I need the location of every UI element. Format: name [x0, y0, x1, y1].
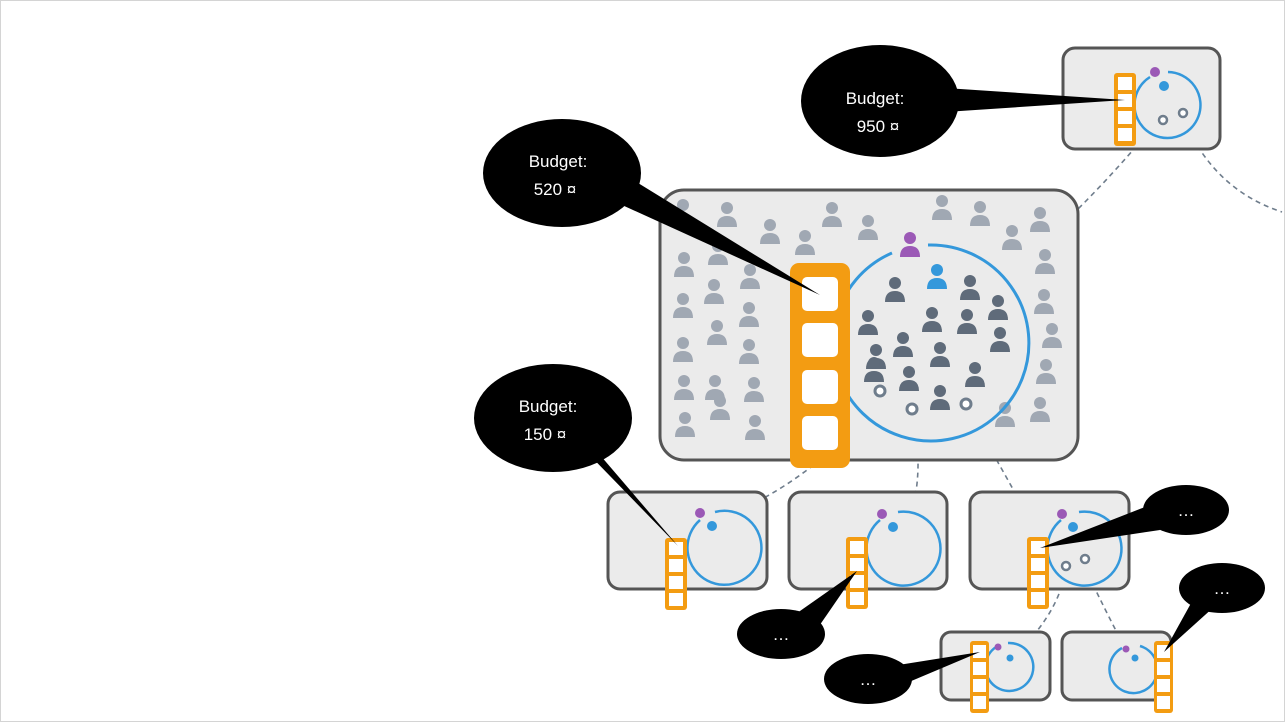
- budget-slot: [973, 645, 986, 658]
- bubble-body: [824, 654, 912, 704]
- budget-slot: [1031, 558, 1045, 571]
- bubble-line-2: 950 ¤: [857, 117, 900, 136]
- lower-left-box: [939, 630, 1052, 713]
- budget-slot: [1157, 662, 1170, 675]
- budget-column-frame: [1154, 641, 1173, 713]
- lower-right-box: [1060, 630, 1173, 713]
- budget-slot: [973, 696, 986, 709]
- budget-column: [970, 641, 989, 713]
- main-community-box: [658, 188, 1080, 468]
- budget-slot: [850, 592, 864, 605]
- bubble-body: [1179, 563, 1265, 613]
- budget-slot: [1118, 128, 1132, 141]
- representative-dot: [1131, 654, 1139, 662]
- budget-slot: [1031, 575, 1045, 588]
- budget-slot: [802, 277, 838, 311]
- ellipsis-bubble-lower-left: …: [824, 652, 980, 704]
- budget-column: [1114, 73, 1136, 146]
- representative-dot: [1159, 81, 1169, 91]
- budget-column-frame: [970, 641, 989, 713]
- budget-column: [1154, 641, 1173, 713]
- ellipsis-label: …: [1214, 579, 1231, 598]
- budget-column: [846, 537, 868, 609]
- bubble-body: [801, 45, 959, 157]
- bubble-body: [483, 119, 641, 227]
- bottom-middle-box: [787, 490, 949, 609]
- budget-column-frame: [846, 537, 868, 609]
- representative-dot: [888, 522, 898, 532]
- bubble-tail: [600, 175, 820, 295]
- budget-slot: [973, 662, 986, 675]
- bubble-line-1: Budget:: [529, 152, 588, 171]
- top-community-box: [1061, 46, 1222, 151]
- budget-slot: [1157, 696, 1170, 709]
- ellipsis-label: …: [1178, 501, 1195, 520]
- bubble-line-2: 520 ¤: [534, 180, 577, 199]
- budget-slot: [669, 542, 683, 555]
- budget-bubble-top: Budget: 950 ¤: [801, 45, 1125, 157]
- link-nodes: [873, 384, 973, 416]
- budget-slot: [669, 593, 683, 606]
- budget-slot: [802, 416, 838, 450]
- bottom-right-box: [968, 490, 1131, 609]
- budget-slot: [1118, 94, 1132, 107]
- leader-dot: [1122, 645, 1130, 653]
- bubble-line-2: 150 ¤: [524, 425, 567, 444]
- budget-slot: [1031, 592, 1045, 605]
- budget-slot: [1118, 111, 1132, 124]
- link-node: [1177, 107, 1189, 119]
- bubble-tail: [1040, 505, 1160, 548]
- representative-dot: [707, 521, 717, 531]
- ellipsis-label: …: [860, 670, 877, 689]
- bubble-tail: [945, 88, 1125, 112]
- budget-bubble-main: Budget: 520 ¤: [483, 119, 820, 295]
- bottom-left-box: [606, 490, 769, 610]
- representative-dot: [1006, 654, 1014, 662]
- ellipsis-bubble-middle: …: [737, 571, 857, 659]
- budget-slot: [850, 575, 864, 588]
- bubble-line-1: Budget:: [846, 89, 905, 108]
- community-circle: [686, 509, 763, 587]
- link-node: [905, 402, 919, 416]
- link-node: [873, 384, 887, 398]
- budget-slot: [850, 558, 864, 571]
- leader-dot: [1150, 67, 1160, 77]
- ellipsis-bubble-lower-right: …: [1164, 563, 1265, 652]
- bubble-body: [1143, 485, 1229, 535]
- budget-slot: [1118, 77, 1132, 90]
- budget-slot: [802, 370, 838, 404]
- leader-dot: [1057, 509, 1067, 519]
- budget-slot: [1031, 541, 1045, 554]
- leader-dot: [877, 509, 887, 519]
- budget-bubble-left: Budget: 150 ¤: [474, 364, 678, 546]
- leader-dot: [994, 643, 1002, 651]
- link-node: [959, 397, 973, 411]
- representative-dot: [1068, 522, 1078, 532]
- ellipsis-label: …: [773, 625, 790, 644]
- budget-column-frame: [1114, 73, 1136, 146]
- budget-slot: [669, 559, 683, 572]
- link-node: [1157, 114, 1169, 126]
- budget-column-frame: [665, 538, 687, 610]
- link-node: [1079, 553, 1091, 565]
- budget-slot: [973, 679, 986, 692]
- budget-column-frame: [1027, 537, 1049, 609]
- budget-column: [1027, 537, 1049, 609]
- budget-slot: [669, 576, 683, 589]
- budget-column-main: [790, 263, 850, 468]
- budget-slot: [802, 323, 838, 357]
- budget-slot: [850, 541, 864, 554]
- bubble-line-1: Budget:: [519, 397, 578, 416]
- budget-column: [665, 538, 687, 610]
- leader-dot: [695, 508, 705, 518]
- bubble-tail: [575, 440, 678, 546]
- link-node: [1060, 560, 1072, 572]
- ellipsis-bubble-right: …: [1040, 485, 1229, 548]
- connection-line: [1184, 121, 1283, 213]
- bubble-body: [474, 364, 632, 472]
- budget-slot: [1157, 679, 1170, 692]
- bubble-body: [737, 609, 825, 659]
